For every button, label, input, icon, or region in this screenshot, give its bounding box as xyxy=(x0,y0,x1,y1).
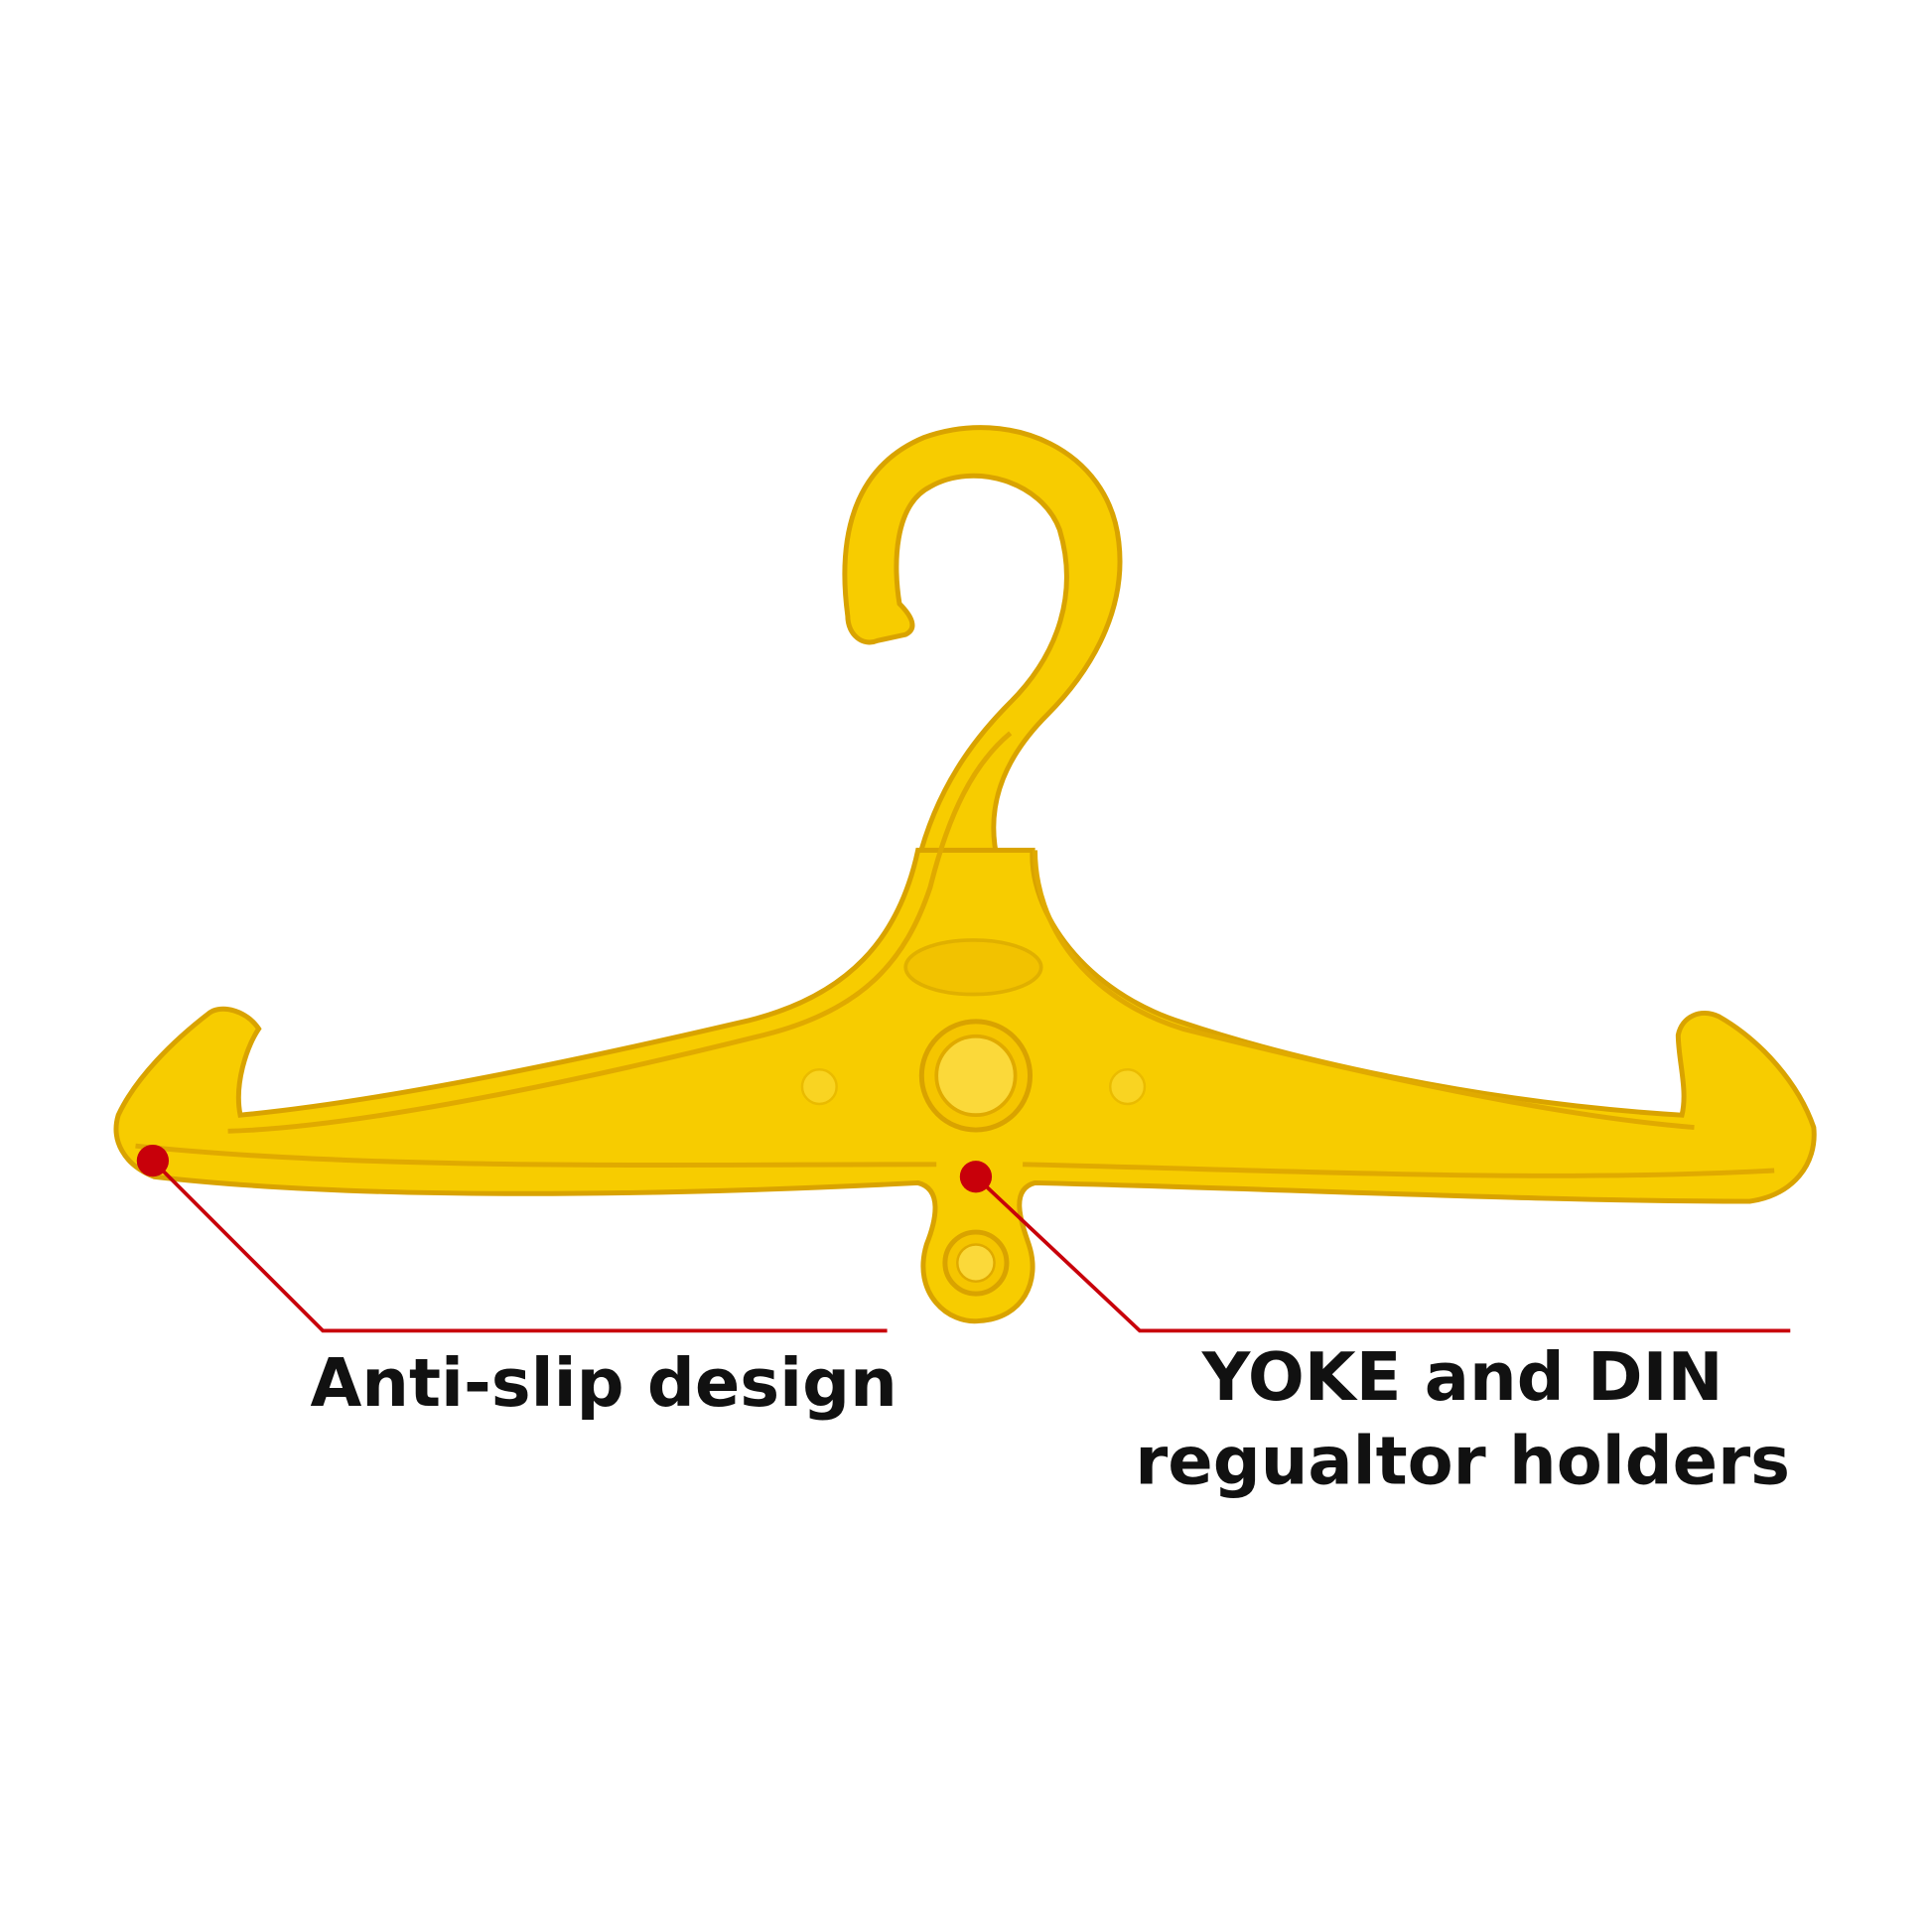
yellow-hanger xyxy=(113,425,1817,1324)
hanger-ridge xyxy=(227,731,1013,1134)
din-holder xyxy=(918,1019,1034,1133)
hanger-ridge xyxy=(1033,850,1695,1131)
yoke-holder xyxy=(942,1229,1010,1297)
callout-label-line1: YOKE and DIN xyxy=(1201,1338,1724,1416)
callout-dot xyxy=(136,1144,170,1177)
callout-dot xyxy=(959,1161,993,1193)
callout-label: Anti-slip design xyxy=(310,1344,897,1422)
callout-line xyxy=(974,1174,1791,1333)
emboss-dot xyxy=(800,1068,838,1106)
emboss-oval xyxy=(903,938,1043,997)
hanger-ridge xyxy=(135,1143,1775,1178)
callout-anti-slip: Anti-slip design xyxy=(136,1144,897,1422)
callout-regulator-holders: YOKE and DIN regualtor holders xyxy=(959,1161,1791,1499)
emboss-dot xyxy=(1108,1068,1147,1106)
callout-label-line2: regualtor holders xyxy=(1135,1422,1790,1499)
callout-line xyxy=(151,1159,888,1333)
hanger-hook xyxy=(842,425,1123,866)
